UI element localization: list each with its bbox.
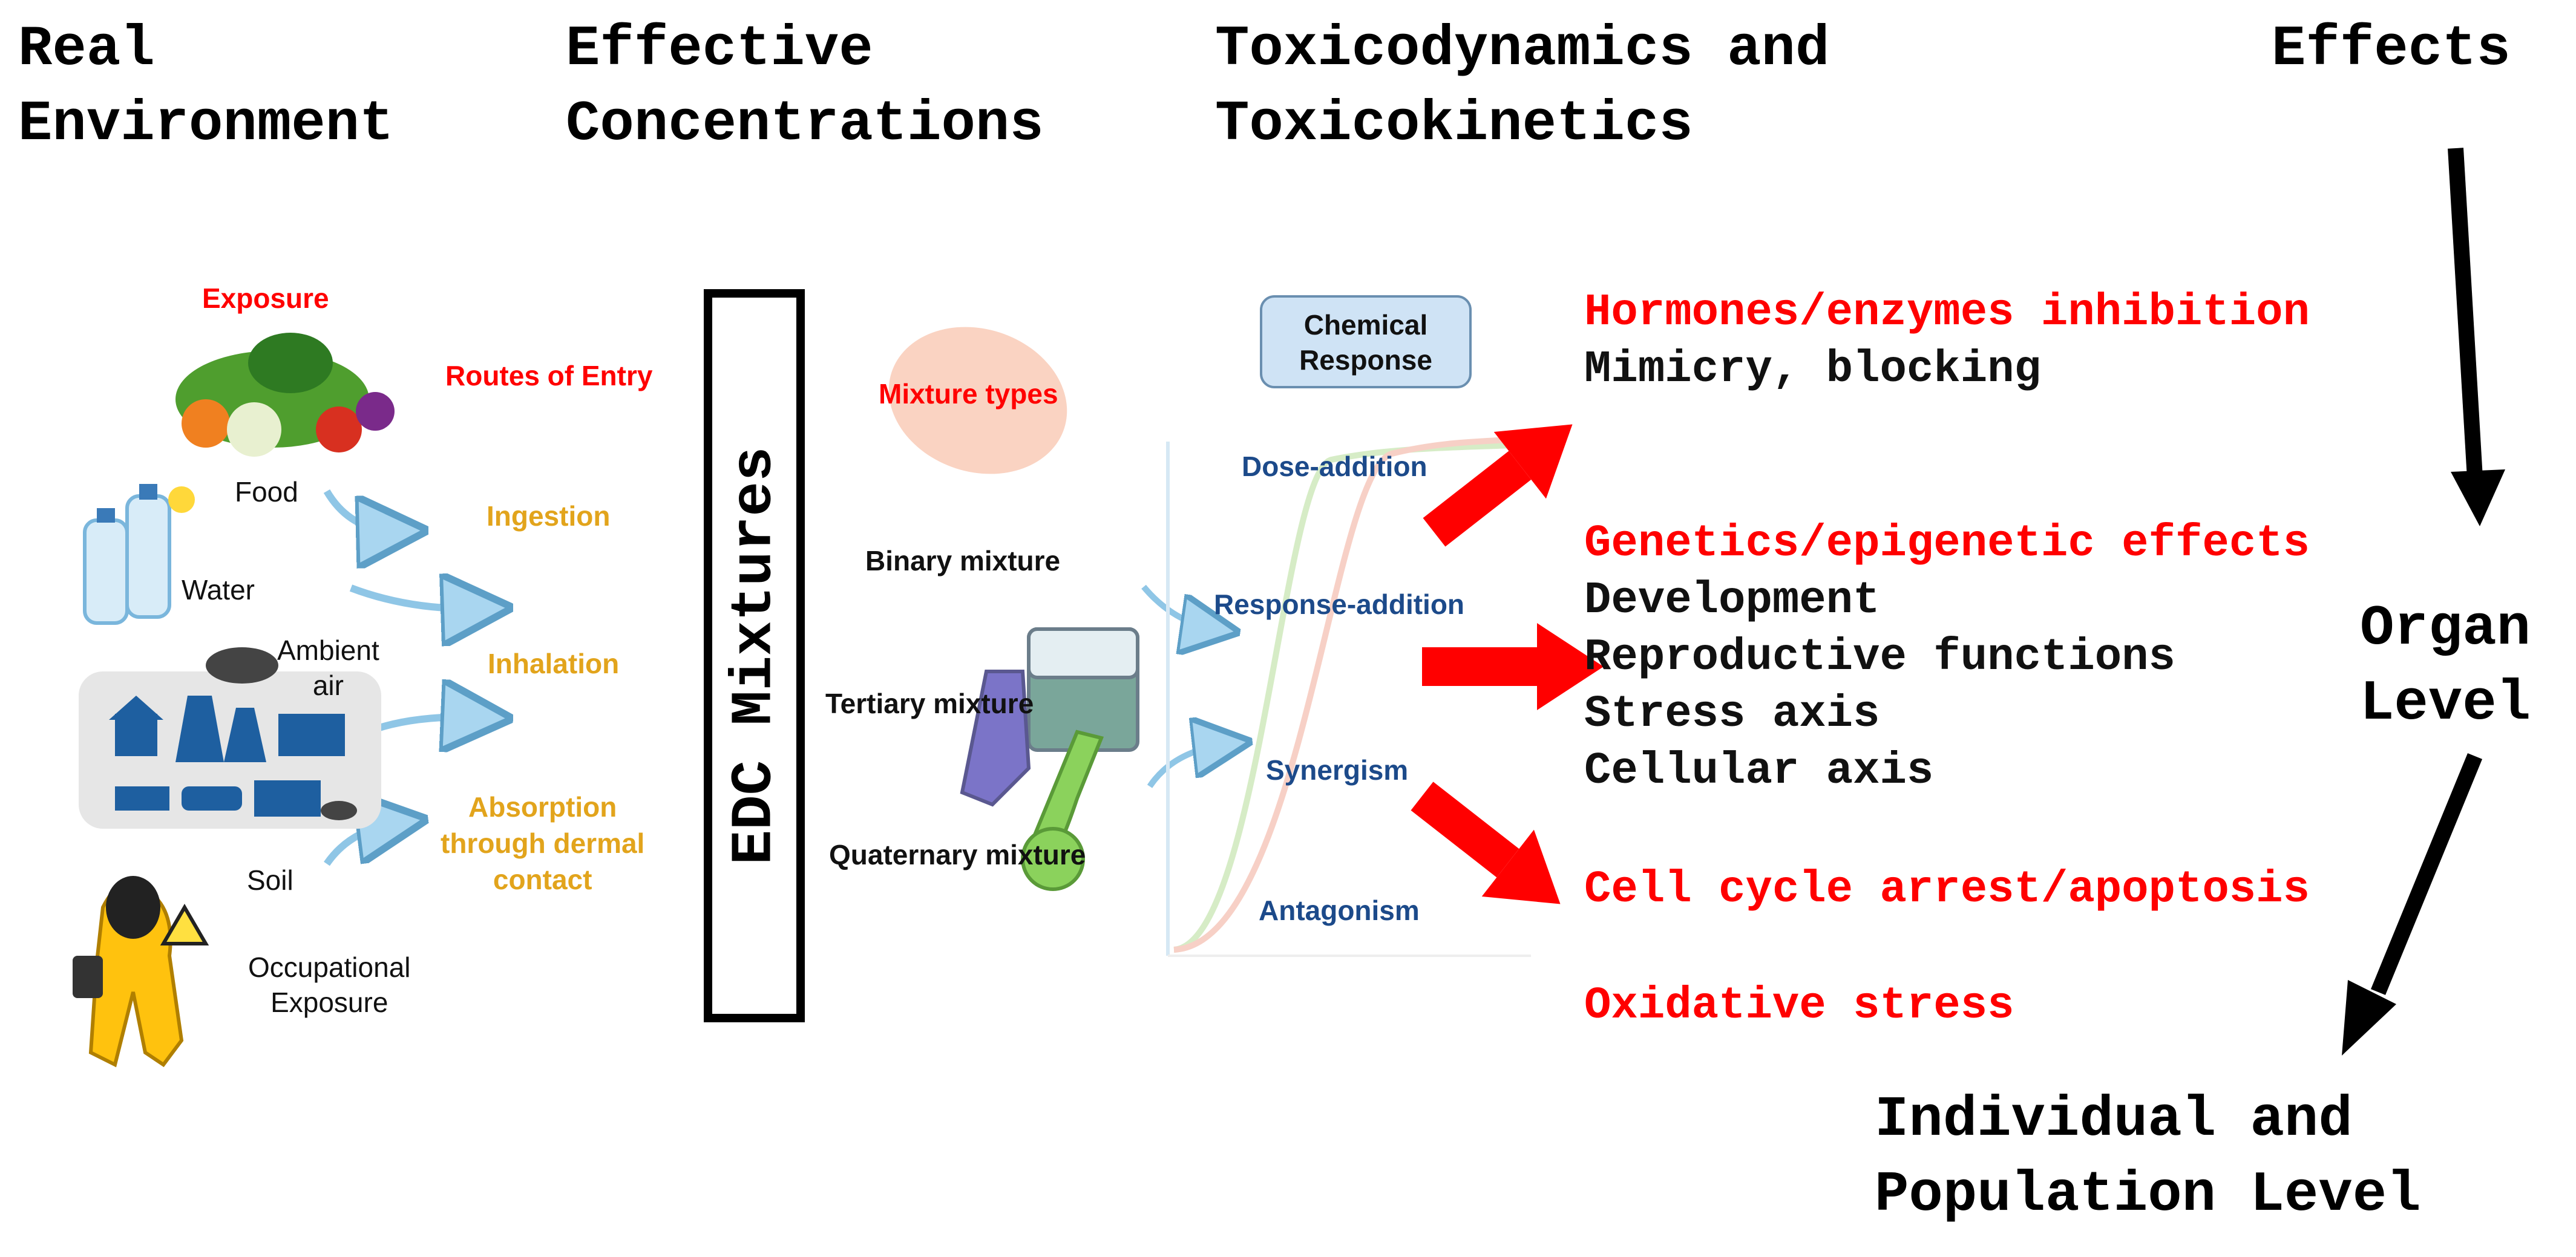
- effect-stress-axis: Stress axis: [1584, 689, 1880, 740]
- water-arrow: [349, 588, 484, 609]
- mixture-binary: Binary mixture: [865, 545, 1061, 576]
- individual-population-level-line2: Population Level: [1875, 1163, 2421, 1227]
- effects-to-organ-arrow-shaft: [2448, 148, 2483, 478]
- header-effects: Effects: [2272, 18, 2511, 82]
- source-occupational: Occupational Exposure: [248, 950, 411, 1020]
- source-soil: Soil: [247, 864, 293, 896]
- route-ingestion: Ingestion: [487, 500, 611, 532]
- header-real-environment-line2: Environment: [18, 93, 394, 157]
- chemical-response-title-line2: Response: [1299, 344, 1432, 376]
- hazmat-worker-icon: [73, 876, 209, 1068]
- source-water: Water: [182, 574, 255, 606]
- source-ambient-air-line2: air: [312, 670, 344, 701]
- header-effective-concentrations-line1: Effective: [566, 18, 873, 82]
- mixture-tertiary: Tertiary mixture: [825, 688, 1034, 719]
- header-effective-concentrations: Effective Concentrations: [566, 12, 1044, 162]
- header-toxicodynamics-line1: Toxicodynamics and: [1215, 18, 1830, 82]
- edc-mixtures-box: [704, 289, 805, 1022]
- individual-population-level-line1: Individual and: [1875, 1088, 2353, 1152]
- organ-level-line2: Level: [2360, 672, 2531, 736]
- route-absorption-line2: through dermal: [441, 828, 645, 859]
- effect-cell-cycle: Cell cycle arrest/apoptosis: [1584, 864, 2310, 915]
- effect-hormones-title: Hormones/enzymes inhibition: [1584, 287, 2310, 338]
- header-real-environment: Real Environment: [18, 12, 394, 162]
- route-absorption-line1: Absorption: [468, 791, 617, 823]
- effect-mimicry: Mimicry, blocking: [1584, 344, 2041, 395]
- response-chart: [1166, 436, 1531, 957]
- response-antagonism: Antagonism: [1259, 895, 1420, 926]
- effect-development: Development: [1584, 575, 1880, 626]
- individual-population-level: Individual and Population Level: [1875, 1083, 2421, 1233]
- exposure-title: Exposure: [202, 282, 329, 314]
- effect-cellular-axis: Cellular axis: [1584, 746, 1934, 797]
- edc-mixtures-label: EDC Mixtures: [721, 446, 788, 865]
- quaternary-arrow: [1147, 744, 1228, 788]
- water-bottles-icon: [83, 484, 195, 625]
- soil-arrow: [324, 823, 399, 866]
- mixture-types-title: Mixture types: [879, 378, 1058, 410]
- red-effect-arrows: [1411, 424, 1604, 904]
- red-arrow-down: [1411, 782, 1561, 904]
- red-curve: [1173, 436, 1519, 953]
- organ-level: Organ Level: [2360, 592, 2531, 742]
- routes-title: Routes of Entry: [445, 360, 653, 391]
- source-food: Food: [235, 476, 298, 508]
- response-response-addition: Response-addition: [1214, 589, 1465, 620]
- organ-to-population-arrow-shaft: [2370, 753, 2483, 995]
- source-ambient-air: Ambient air: [277, 633, 379, 703]
- effect-oxidative-stress: Oxidative stress: [1584, 981, 2014, 1031]
- binary-arrow: [1141, 584, 1216, 629]
- source-ambient-air-line1: Ambient: [277, 635, 379, 666]
- route-inhalation: Inhalation: [488, 648, 620, 679]
- source-occupational-line2: Exposure: [270, 987, 388, 1018]
- beaker-flasks-icon: [960, 627, 1139, 891]
- source-occupational-line1: Occupational: [248, 952, 411, 983]
- route-absorption-line3: contact: [493, 864, 592, 895]
- route-absorption: Absorption through dermal contact: [441, 789, 644, 898]
- organ-level-line1: Organ: [2360, 597, 2531, 661]
- factory-pollution-icon: [79, 647, 381, 829]
- red-arrow-up: [1423, 424, 1573, 547]
- header-toxicodynamics-line2: Toxicokinetics: [1215, 93, 1693, 157]
- organ-to-population-arrowhead: [2342, 980, 2396, 1056]
- food-arrow: [323, 489, 399, 531]
- level-arrows: [2342, 148, 2505, 1056]
- response-synergism: Synergism: [1266, 754, 1409, 786]
- header-real-environment-line1: Real: [18, 18, 155, 82]
- mixture-quaternary: Quaternary mixture: [829, 839, 1086, 870]
- header-toxicodynamics: Toxicodynamics and Toxicokinetics: [1215, 12, 1829, 162]
- chemical-response-box: Chemical Response: [1260, 295, 1472, 388]
- effect-genetics-title: Genetics/epigenetic effects: [1584, 518, 2310, 569]
- red-arrow-middle: [1422, 623, 1604, 710]
- effects-to-organ-arrowhead: [2451, 469, 2505, 526]
- response-dose-addition: Dose-addition: [1242, 451, 1427, 482]
- header-effective-concentrations-line2: Concentrations: [566, 93, 1044, 157]
- effect-reproductive: Reproductive functions: [1584, 632, 2175, 683]
- vegetables-icon: [175, 333, 395, 457]
- chemical-response-title-line1: Chemical: [1303, 309, 1428, 341]
